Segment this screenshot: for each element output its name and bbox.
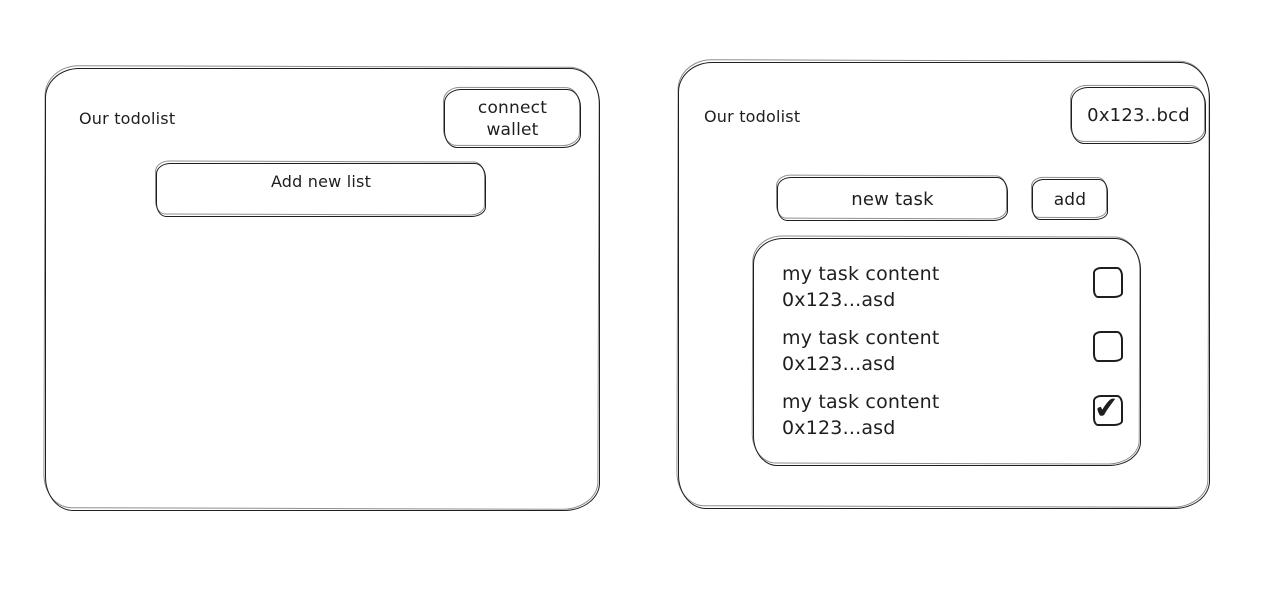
task-list: my task content 0x123...asd ✔ my task co… bbox=[753, 238, 1141, 466]
task-item: my task content 0x123...asd ✔ bbox=[782, 389, 1126, 447]
connect-wallet-button[interactable]: connect wallet bbox=[444, 89, 581, 148]
checkmark-icon: ✔ bbox=[1092, 390, 1121, 427]
task-item: my task content 0x123...asd ✔ bbox=[782, 261, 1126, 319]
page-title: Our todolist bbox=[79, 109, 176, 128]
task-item: my task content 0x123...asd ✔ bbox=[782, 325, 1126, 383]
task-checkbox[interactable]: ✔ bbox=[1092, 390, 1123, 427]
task-checkbox[interactable]: ✔ bbox=[1093, 331, 1123, 362]
todolist-panel-disconnected: Our todolist connect wallet Add new list bbox=[45, 68, 600, 511]
task-address: 0x123...asd bbox=[782, 353, 896, 375]
task-address: 0x123...asd bbox=[782, 417, 896, 439]
task-address: 0x123...asd bbox=[782, 289, 896, 311]
todolist-panel-connected: Our todolist 0x123..bcd new task add my … bbox=[678, 62, 1210, 509]
wallet-address-button[interactable]: 0x123..bcd bbox=[1071, 87, 1206, 144]
add-new-list-input[interactable]: Add new list bbox=[156, 163, 486, 217]
task-checkbox[interactable]: ✔ bbox=[1093, 267, 1123, 298]
task-content: my task content bbox=[782, 263, 940, 285]
page-title: Our todolist bbox=[704, 107, 801, 126]
task-content: my task content bbox=[782, 327, 940, 349]
new-task-input[interactable]: new task bbox=[777, 177, 1008, 221]
task-content: my task content bbox=[782, 391, 940, 413]
add-task-button[interactable]: add bbox=[1032, 179, 1108, 220]
